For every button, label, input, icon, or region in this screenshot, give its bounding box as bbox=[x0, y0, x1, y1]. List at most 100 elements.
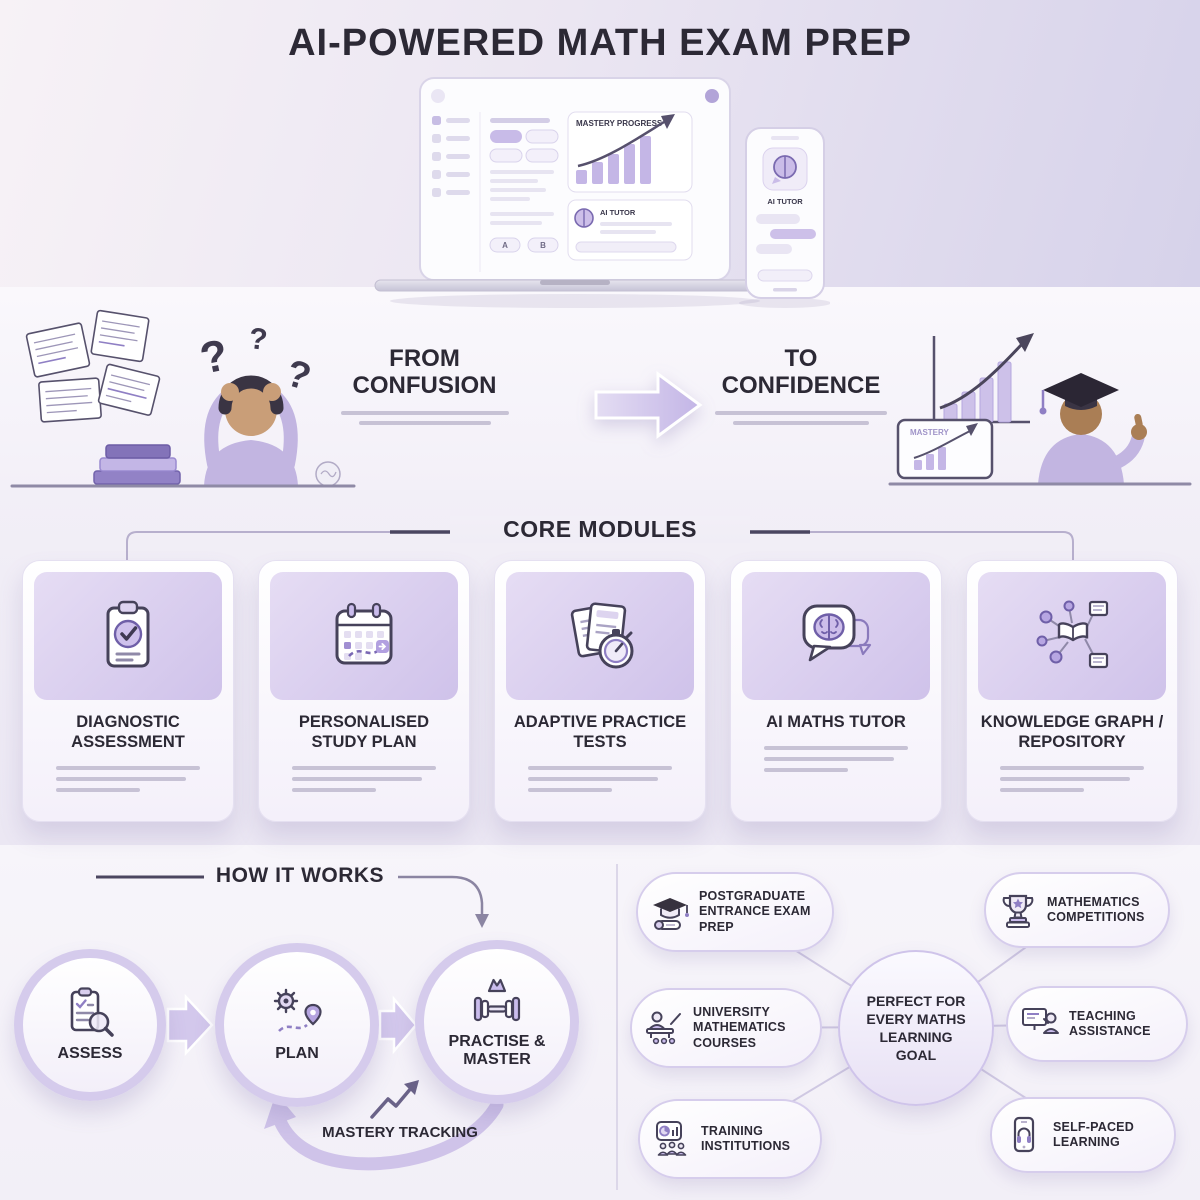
home-bar bbox=[773, 288, 797, 292]
section-divider bbox=[616, 864, 618, 1190]
page-title: AI-POWERED MATH EXAM PREP bbox=[288, 22, 912, 64]
module-icon-panel bbox=[742, 572, 930, 700]
mastery-loop-arrow bbox=[273, 1098, 504, 1171]
tutor-panel-label: AI TUTOR bbox=[600, 208, 636, 217]
chat-message bbox=[756, 244, 792, 254]
chat-bubble-tail bbox=[772, 177, 781, 184]
graduate-student bbox=[1038, 373, 1147, 484]
clipboard-check-icon bbox=[106, 600, 150, 668]
placeholder-line bbox=[358, 420, 491, 425]
chat-input bbox=[575, 241, 677, 253]
books-stack bbox=[93, 444, 181, 485]
quiz-option-selected bbox=[490, 130, 522, 143]
book bbox=[1088, 600, 1109, 617]
goal-label: TEACHING ASSISTANCE bbox=[1069, 1008, 1151, 1038]
mastery-progress-panel: MASTERY PROGRESS bbox=[567, 111, 693, 193]
chat-input bbox=[757, 269, 813, 282]
svg-text:?: ? bbox=[282, 352, 316, 399]
knowledge-graph-icon bbox=[1036, 600, 1109, 669]
from-confusion-label: FROM CONFUSION bbox=[352, 345, 497, 399]
math-papers bbox=[25, 309, 161, 423]
goal-label: SELF-PACED LEARNING bbox=[1053, 1119, 1134, 1149]
mastery-panel-label: MASTERY PROGRESS bbox=[576, 119, 663, 128]
module-card-title: ADAPTIVE PRACTICE TESTS bbox=[513, 713, 687, 751]
step-label: ASSESS bbox=[57, 1044, 123, 1062]
book bbox=[1088, 652, 1109, 669]
confident-graduate-illustration: MASTERY bbox=[888, 333, 1192, 486]
module-card-study-plan: PERSONALISED STUDY PLAN bbox=[258, 560, 470, 822]
goal-label: POSTGRADUATE ENTRANCE EXAM PREP bbox=[699, 889, 811, 934]
placeholder-line bbox=[292, 765, 436, 770]
from-confusion-block: FROM CONFUSION bbox=[332, 345, 517, 425]
quiz-option bbox=[489, 148, 523, 163]
laptop-notch bbox=[540, 280, 610, 285]
placeholder-line bbox=[56, 776, 186, 781]
module-card-practice-tests: ADAPTIVE PRACTICE TESTS bbox=[494, 560, 706, 822]
answer-button-a bbox=[489, 237, 521, 253]
tablet-chart: MASTERY bbox=[896, 418, 994, 480]
module-card-knowledge-graph: KNOWLEDGE GRAPH / REPOSITORY bbox=[966, 560, 1178, 822]
placeholder-lines bbox=[706, 410, 896, 425]
step-label: PRACTISE & MASTER bbox=[448, 1032, 546, 1068]
goal-label: MATHEMATICS COMPETITIONS bbox=[1047, 894, 1145, 924]
transformation-arrow bbox=[594, 371, 703, 439]
placeholder-line bbox=[528, 787, 612, 792]
step-circle-plan: PLAN bbox=[215, 943, 379, 1107]
frustrated-student bbox=[204, 375, 298, 486]
dumbbell-crown-icon bbox=[473, 978, 521, 1021]
phone-app-label: AI TUTOR bbox=[767, 197, 803, 206]
laptop-illustration: A B MASTERY PROGRESS bbox=[374, 77, 776, 292]
graduation-cap bbox=[1043, 373, 1119, 407]
goal-pill-teaching: TEACHING ASSISTANCE bbox=[1006, 986, 1188, 1062]
trend-arrowhead bbox=[661, 114, 675, 129]
answer-b-label: B bbox=[540, 241, 546, 250]
module-icon-panel bbox=[506, 572, 694, 700]
how-it-works-heading: HOW IT WORKS bbox=[215, 864, 385, 887]
thumb bbox=[1134, 413, 1143, 428]
answer-a-label: A bbox=[502, 241, 508, 250]
placeholder-line bbox=[715, 410, 887, 415]
module-card-title: AI MATHS TUTOR bbox=[766, 713, 906, 731]
calendar-plan-icon bbox=[335, 602, 393, 665]
phone-shadow bbox=[739, 298, 830, 308]
placeholder-line bbox=[528, 765, 672, 770]
placeholder-lines bbox=[528, 765, 672, 792]
placeholder-line bbox=[292, 776, 422, 781]
placeholder-line bbox=[56, 787, 140, 792]
how-it-works-connectors bbox=[96, 875, 504, 1171]
lecturer-icon bbox=[646, 1011, 681, 1045]
placeholder-lines bbox=[292, 765, 436, 792]
crown-icon bbox=[487, 978, 507, 992]
mastery-bars bbox=[576, 136, 651, 184]
placeholder-line bbox=[764, 756, 894, 761]
hero-illustration: A B MASTERY PROGRESS bbox=[374, 77, 830, 308]
trend-arrow bbox=[577, 120, 665, 168]
core-modules-row: DIAGNOSTIC ASSESSMENT bbox=[22, 560, 1178, 822]
goal-label: TRAINING INSTITUTIONS bbox=[701, 1123, 791, 1153]
brain-chat-icon bbox=[802, 604, 872, 662]
laptop-shadow bbox=[390, 294, 760, 308]
chat-message bbox=[770, 229, 816, 239]
placeholder-line bbox=[1000, 765, 1144, 770]
placeholder-line bbox=[56, 765, 200, 770]
goal-pill-training: TRAINING INSTITUTIONS bbox=[638, 1099, 822, 1179]
ai-tutor-panel: AI TUTOR bbox=[567, 199, 693, 261]
papers-stopwatch-icon bbox=[570, 602, 634, 669]
headphones-icon bbox=[1017, 1127, 1031, 1137]
placeholder-line bbox=[733, 420, 869, 425]
svg-text:?: ? bbox=[196, 330, 232, 384]
phone-speaker bbox=[771, 136, 799, 140]
laptop-sidebar bbox=[432, 116, 470, 197]
mastery-tracking-label: MASTERY TRACKING bbox=[322, 1124, 478, 1141]
module-card-title: KNOWLEDGE GRAPH / REPOSITORY bbox=[980, 713, 1164, 751]
placeholder-line bbox=[292, 787, 376, 792]
goal-pill-university: UNIVERSITY MATHEMATICS COURSES bbox=[630, 988, 822, 1068]
placeholder-lines bbox=[332, 410, 517, 425]
step-circle-assess: ASSESS bbox=[14, 949, 166, 1101]
loop-arrowhead bbox=[264, 1093, 296, 1129]
placeholder-lines bbox=[764, 745, 908, 772]
to-confidence-label: TO CONFIDENCE bbox=[721, 345, 881, 399]
module-card-diagnostic: DIAGNOSTIC ASSESSMENT bbox=[22, 560, 234, 822]
thumbs-up-hand bbox=[1131, 424, 1147, 440]
